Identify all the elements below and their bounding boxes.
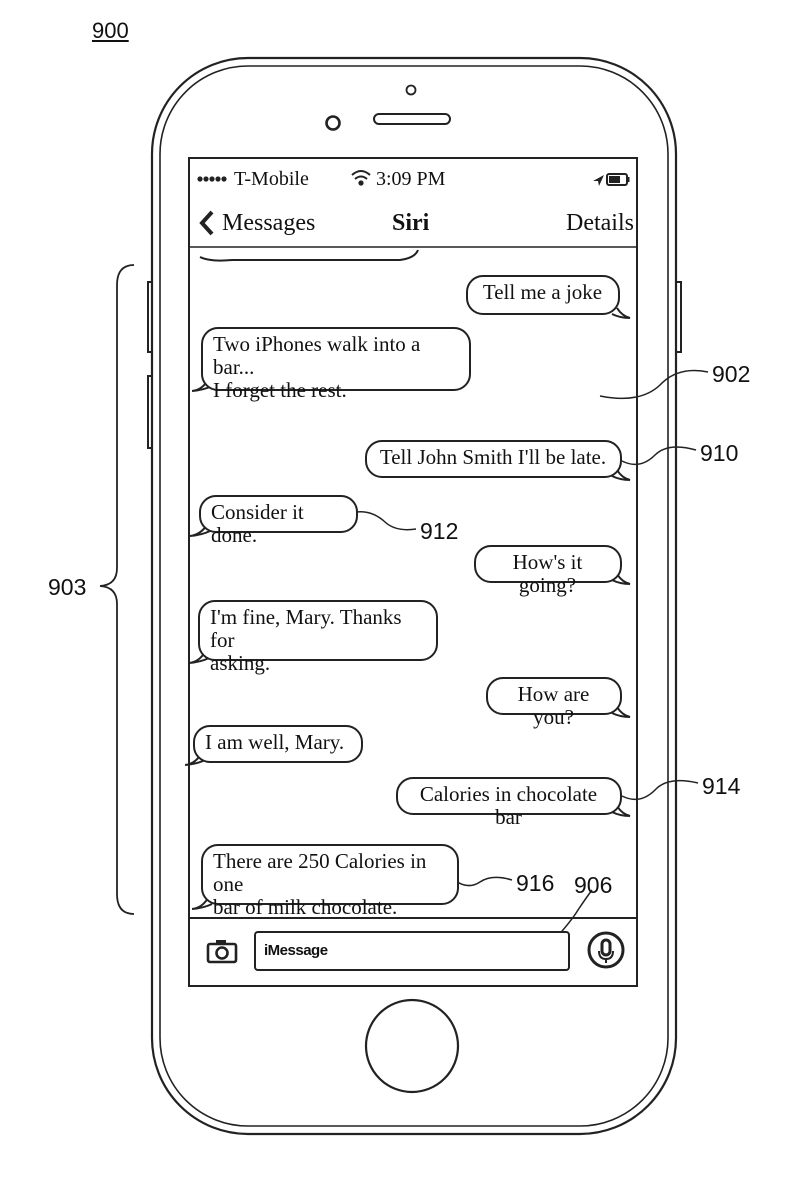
leader-906 — [555, 889, 593, 939]
message-bubble-sent: Calories in chocolate bar — [396, 777, 622, 829]
power-button — [676, 281, 682, 353]
nav-title: Siri — [392, 210, 430, 236]
message-bubble-received: I'm fine, Mary. Thanks for asking. — [198, 600, 438, 675]
message-bubble-received: I am well, Mary. — [193, 725, 363, 763]
ref-label-916: 916 — [516, 870, 555, 896]
battery-icon — [606, 173, 630, 186]
ref-label-906: 906 — [574, 872, 613, 898]
front-camera — [325, 115, 341, 131]
microphone-icon[interactable] — [586, 930, 626, 970]
camera-icon[interactable] — [206, 938, 238, 964]
message-bubble-received: There are 250 Calories in one bar of mil… — [201, 844, 459, 919]
carrier-label: T-Mobile — [234, 168, 309, 190]
message-bubble-sent: How are you? — [486, 677, 622, 729]
message-bubble-sent: Tell me a joke — [466, 275, 620, 315]
location-arrow-icon — [593, 175, 604, 186]
details-button[interactable]: Details — [566, 210, 634, 236]
bubble-tails — [184, 307, 631, 910]
phone-inner-outline — [159, 65, 669, 1127]
screen-border — [188, 157, 638, 987]
conversation-bracket — [99, 264, 135, 915]
signal-dots-icon — [197, 176, 227, 182]
chevron-left-icon — [199, 210, 214, 236]
leader-910 — [621, 446, 697, 466]
proximity-sensor — [405, 84, 417, 96]
home-button — [364, 998, 460, 1094]
ref-label-910: 910 — [700, 440, 739, 466]
ref-label-914: 914 — [702, 773, 741, 799]
back-button[interactable]: Messages — [222, 210, 316, 236]
message-bubble-received: Consider it done. — [199, 495, 358, 547]
leader-912 — [355, 510, 417, 531]
message-input[interactable]: iMessage — [254, 931, 570, 971]
clipped-bubble-edge — [199, 249, 419, 262]
phone-outer-outline — [150, 56, 678, 1136]
ref-label-902: 902 — [712, 361, 751, 387]
ref-label-903: 903 — [48, 574, 87, 600]
leader-916 — [453, 876, 513, 887]
message-bubble-sent: Tell John Smith I'll be late. — [365, 440, 622, 478]
message-bubble-sent: How's it going? — [474, 545, 622, 597]
message-bubble-received: Two iPhones walk into a bar... I forget … — [201, 327, 471, 402]
leader-902 — [599, 369, 709, 400]
ref-label-912: 912 — [420, 518, 459, 544]
status-time: 3:09 PM — [376, 168, 446, 190]
earpiece-speaker — [373, 113, 451, 125]
volume-down-button — [147, 375, 152, 449]
wifi-icon — [351, 170, 371, 186]
leader-914 — [621, 779, 699, 801]
figure-number: 900 — [92, 18, 129, 43]
volume-up-button — [147, 281, 152, 353]
